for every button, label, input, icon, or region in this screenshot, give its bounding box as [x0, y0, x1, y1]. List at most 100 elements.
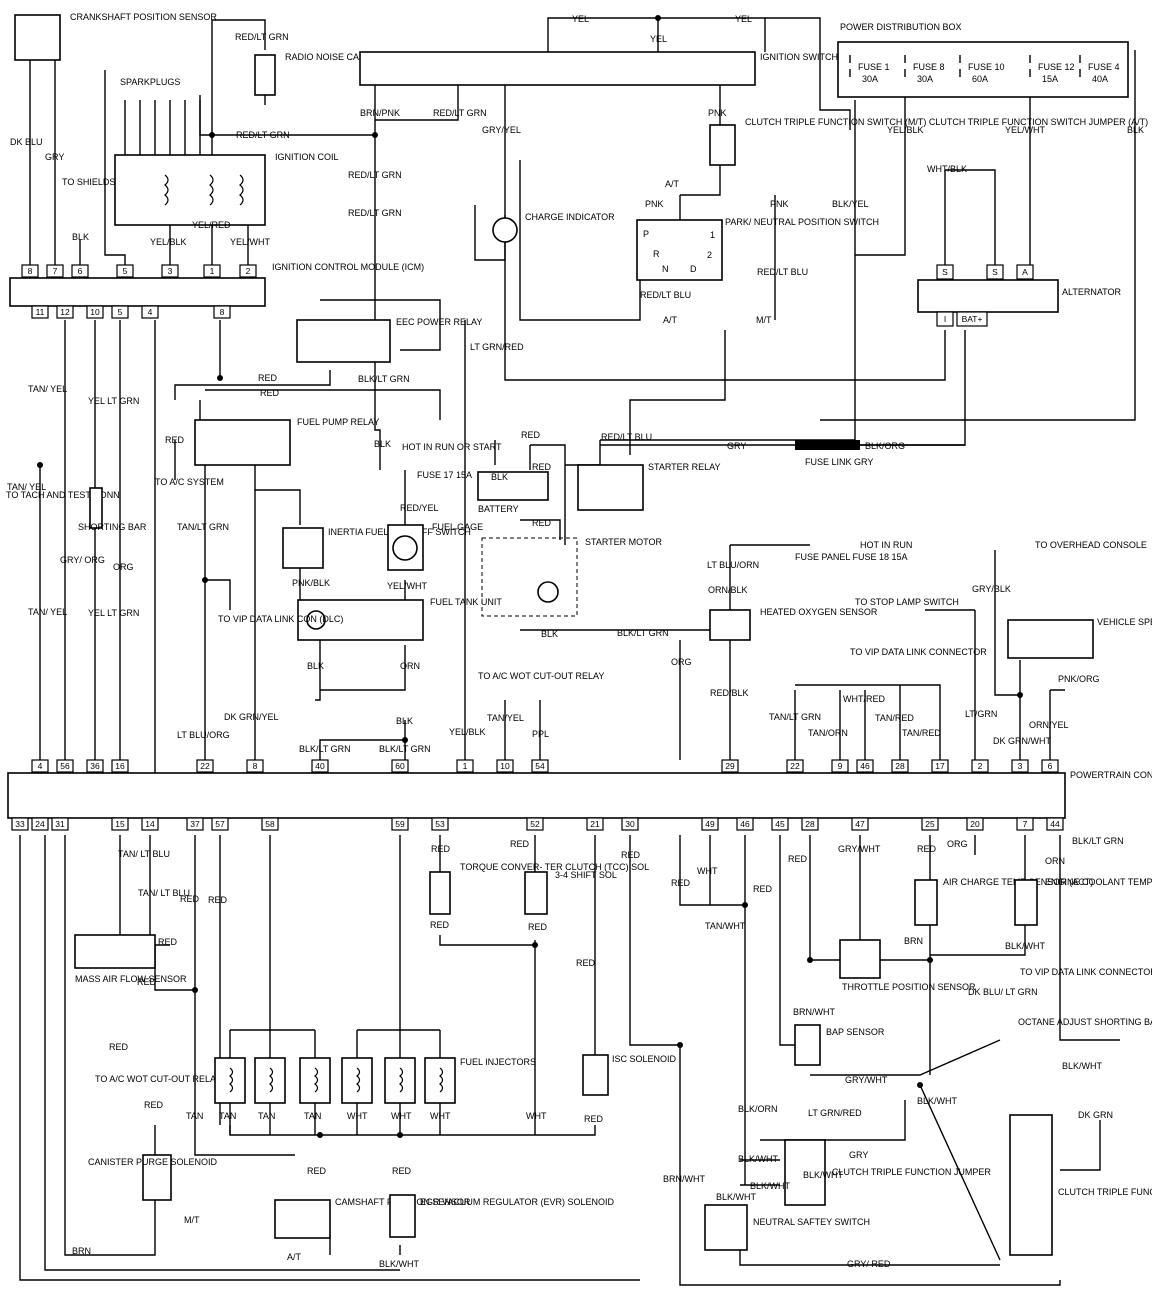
fuse-rating: 60A — [972, 74, 988, 84]
wire-color-label: YEL/WHT — [387, 581, 428, 591]
wire-color-label: PNK — [770, 199, 789, 209]
wire-color-label: RED — [158, 937, 178, 947]
pdb-box — [837, 41, 1129, 98]
wire-color-label: RED — [528, 922, 548, 932]
wire-color-label: M/T — [184, 1215, 200, 1225]
pcm-bottom-pin-label: 44 — [1050, 819, 1060, 829]
injector — [341, 1030, 373, 1135]
injector — [214, 1030, 246, 1135]
tps-label: THROTTLE POSITION SENSOR — [842, 982, 976, 992]
crankshaft-label: CRANKSHAFT POSITION SENSOR — [70, 12, 217, 22]
pcm-bottom-pin-label: 52 — [530, 819, 540, 829]
charge-indicator — [492, 217, 518, 243]
wire-color-label: RED — [165, 435, 185, 445]
wire-color-label: RED — [430, 920, 450, 930]
pcm-bottom-pin-label: 45 — [775, 819, 785, 829]
pcm-top-pin: 22 — [786, 759, 804, 773]
pcm-bottom-pin: 47 — [851, 817, 869, 831]
starter-relay-box — [577, 464, 644, 511]
pcm-bottom-pin: 52 — [526, 817, 544, 831]
fuse-link — [795, 440, 860, 450]
inertia-switch-box — [282, 527, 324, 569]
pcm-top-pin-label: 9 — [838, 761, 843, 771]
fuse-name: FUSE 12 — [1038, 62, 1075, 72]
pcm-bottom-pin: 37 — [186, 817, 204, 831]
wire-color-label: TAN/YEL — [487, 713, 524, 723]
pcm-bottom-pin: 21 — [586, 817, 604, 831]
pcm-bottom-pin: 49 — [701, 817, 719, 831]
pcm-top-pin-label: 22 — [790, 761, 800, 771]
wire-color-label: BLK/WHT — [803, 1170, 844, 1180]
wire-color-label: BLK/YEL — [832, 199, 869, 209]
wire-color-label: TAN/LT GRN — [769, 712, 821, 722]
wire-color-label: BLK/LT GRN — [299, 744, 351, 754]
alternator-pin-label: I — [944, 314, 946, 324]
pcm-top-pin: 28 — [891, 759, 909, 773]
pcm-bottom-pin-label: 53 — [435, 819, 445, 829]
icm-top-pin: 3 — [161, 264, 179, 278]
pcm-box — [7, 772, 1066, 819]
icm-top-pin: 2 — [239, 264, 257, 278]
wire-color-label: RED — [260, 388, 280, 398]
pcm-top-pin: 8 — [246, 759, 264, 773]
fuse-rating: 40A — [1092, 74, 1108, 84]
icm-top-pin-label: 6 — [78, 266, 83, 276]
eec-relay-label: EEC POWER RELAY — [396, 317, 482, 327]
wire-color-label: WHT/BLK — [927, 164, 967, 174]
pcm-bottom-pin-label: 28 — [805, 819, 815, 829]
icm-top-pin-label: 1 — [210, 266, 215, 276]
wire-color-label: RED — [521, 430, 541, 440]
wire-color-label: RED/YEL — [400, 503, 439, 513]
wire-color-label: WHT — [697, 866, 718, 876]
wire-color-label: DK BLU/ LT GRN — [968, 987, 1038, 997]
wire-color-label: GRY/WHT — [845, 1075, 888, 1085]
wire-color-label: YEL — [572, 14, 589, 24]
bap-box — [794, 1024, 821, 1066]
alternator-pin: A — [1016, 264, 1034, 280]
pcm-bottom-pin-label: 47 — [855, 819, 865, 829]
pn-pin-label: 2 — [707, 250, 712, 260]
pn-pin-label: D — [690, 264, 697, 274]
wire-color-label: RED — [671, 878, 691, 888]
wire-color-label: BLK/WHT — [1062, 1061, 1103, 1071]
park-neutral-label: PARK/ NEUTRAL POSITION SWITCH — [725, 217, 879, 227]
canister-box — [142, 1154, 172, 1201]
evr-box — [389, 1194, 416, 1238]
pcm-bottom-pin: 31 — [51, 817, 69, 831]
wire-color-label: DK GRN/YEL — [224, 712, 279, 722]
wire-color-label: RED/LT BLU — [640, 290, 691, 300]
pcm-bottom-pin: 20 — [966, 817, 984, 831]
pcm-top-pin: 56 — [56, 759, 74, 773]
pcm-bottom-pin: 30 — [621, 817, 639, 831]
icm-top-pin-label: 8 — [28, 266, 33, 276]
stop-lamp-label: TO STOP LAMP SWITCH — [855, 597, 959, 607]
pcm-bottom-pin-label: 33 — [15, 819, 25, 829]
vss-label: VEHICLE SPEED SENSOR — [1097, 617, 1152, 627]
alternator-pin: BAT+ — [956, 311, 988, 327]
ac-wot-bottom-label: TO A/C WOT CUT-OUT RELAY — [95, 1074, 221, 1084]
wire-color-label: RED — [392, 1166, 412, 1176]
tps-box — [839, 939, 881, 979]
shorting-bar-label: SHORTING BAR — [78, 522, 147, 532]
wire-color-label: TAN/ LT BLU — [138, 888, 190, 898]
ignition-switch-box — [359, 51, 756, 86]
pcm-bottom-pin-label: 30 — [625, 819, 635, 829]
wire-color-label: RED — [307, 1166, 327, 1176]
ect-box — [1014, 879, 1038, 926]
wire-color-label: TAN/ LT BLU — [118, 849, 170, 859]
vip-dlc-label: TO VIP DATA LINK CON (DLC) — [218, 614, 343, 624]
icm-bottom-pin-label: 10 — [90, 307, 100, 317]
pcm-top-pin: 2 — [971, 759, 989, 773]
icm-bottom-pin: 11 — [31, 305, 49, 319]
wire-color-label: BLK — [396, 716, 413, 726]
wire-color-label: BRN/WHT — [663, 1174, 705, 1184]
wire-color-label: YEL/WHT — [1005, 125, 1046, 135]
pcm-top-pin: 1 — [456, 759, 474, 773]
wire-color-label: RED/LT BLU — [757, 267, 808, 277]
pcm-bottom-pin: 59 — [391, 817, 409, 831]
to-ac-system-label: TO A/C SYSTEM — [155, 477, 224, 487]
wire-color-label: RED — [431, 844, 451, 854]
